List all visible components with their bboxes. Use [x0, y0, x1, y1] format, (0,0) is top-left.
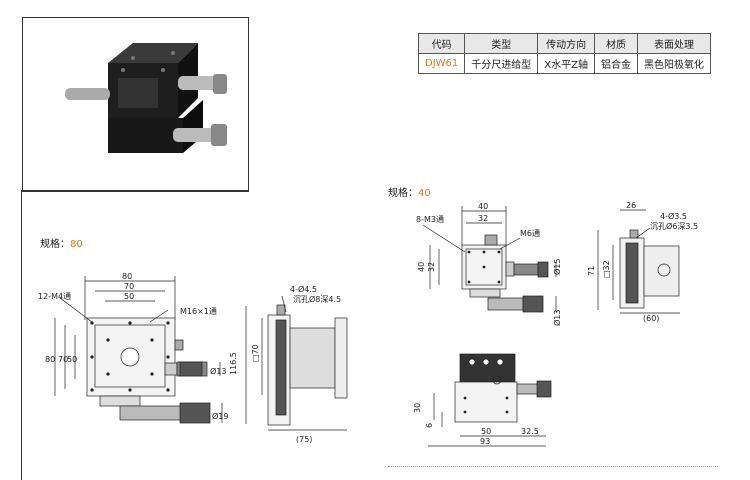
divider	[388, 466, 718, 467]
dim-80-h116: 116.5	[229, 352, 238, 375]
cell-type: 千分尺进给型	[464, 53, 539, 74]
dim-40-sq32: □32	[602, 260, 611, 278]
table-row: DJW61 千分尺进给型 X水平Z轴 铝合金 黑色阳极氧化	[417, 53, 711, 74]
dim-80-w80: 80	[122, 272, 132, 281]
header-code: 代码	[417, 33, 466, 54]
dim-40-thread: M6通	[520, 228, 540, 238]
dim-80-h80: 80	[45, 355, 55, 364]
dim-40-h32: 32	[427, 262, 436, 272]
dim-80-w70: 70	[124, 282, 134, 291]
spec-table: 代码 类型 传动方向 材质 表面处理 DJW61 千分尺进给型 X水平Z轴 铝合…	[417, 33, 711, 74]
dim-40-side-cb: 沉孔Ø6深3.5	[650, 221, 698, 231]
dim-80-side-holes: 4-Ø4.5	[290, 284, 317, 294]
cell-code: DJW61	[417, 53, 466, 74]
spec-label-80: 规格：80	[40, 239, 83, 250]
dim-40-w60: (60)	[643, 314, 659, 323]
dim-80-h50: 50	[67, 355, 77, 364]
dim-40-h40: 40	[417, 262, 426, 272]
dim-40-d13: Ø13	[552, 310, 562, 326]
dim-80-sq70: □70	[251, 344, 260, 362]
dim-40-w40: 40	[478, 202, 488, 211]
dim-40-f30: 30	[413, 403, 422, 413]
dim-40-d15: Ø15	[552, 259, 562, 275]
dim-40-f93: 93	[480, 437, 490, 446]
dim-40-w32: 32	[478, 214, 488, 223]
dim-40-f6: 6	[425, 423, 434, 428]
cell-direction: X水平Z轴	[537, 53, 595, 74]
product-photo	[65, 43, 227, 153]
header-direction: 传动方向	[537, 33, 595, 54]
dim-80-thread: M16×1通	[180, 306, 217, 316]
spec-label-40: 规格：40	[388, 188, 431, 199]
dim-80-h70: 70	[58, 355, 68, 364]
product-photo-frame	[22, 17, 249, 192]
dim-80-w75: (75)	[296, 435, 312, 444]
dim-40-h71: 71	[587, 266, 596, 276]
dim-80-d19: Ø19	[212, 411, 228, 421]
dim-80-side-cb: 沉孔Ø8深4.5	[293, 294, 341, 304]
dim-40-f32: 32.5	[521, 427, 539, 436]
dim-80-holes: 12-M4通	[38, 291, 71, 301]
dim-40-f50: 50	[481, 427, 491, 436]
frame-bottom-line	[21, 190, 248, 191]
cell-finish: 黑色阳极氧化	[636, 53, 711, 74]
dim-40-side-holes: 4-Ø3.5	[660, 211, 687, 221]
frame-left-line	[21, 190, 22, 480]
header-material: 材质	[593, 33, 638, 54]
dim-40-side-w: 26	[626, 201, 636, 210]
dim-80-d13: Ø13	[210, 366, 226, 376]
dim-40-holes: 8-M3通	[416, 214, 444, 224]
dim-80-w50: 50	[124, 292, 134, 301]
